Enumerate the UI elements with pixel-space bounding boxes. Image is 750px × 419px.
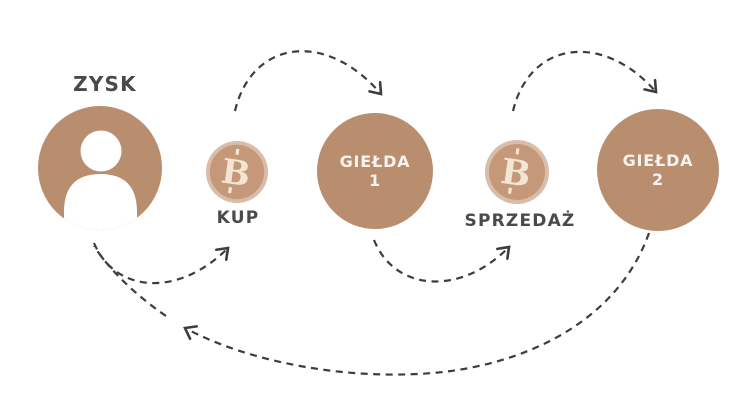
zysk-label: ZYSK <box>73 72 137 96</box>
bitcoin-symbol: B <box>498 148 533 196</box>
exchange-1-name: GIEŁDA <box>339 151 411 171</box>
kup-label: KUP <box>216 208 260 228</box>
arrow-sprzedaz-to-gielda2 <box>511 50 658 112</box>
person-icon <box>38 106 162 230</box>
exchange-2-number: 2 <box>652 170 664 189</box>
svg-text:B: B <box>219 152 253 196</box>
svg-text:B: B <box>498 151 533 196</box>
exchange-1-number: 1 <box>369 171 381 190</box>
bitcoin-icon: B <box>206 141 268 203</box>
bitcoin-symbol: B <box>219 148 253 196</box>
exchange-2-node: GIEŁDA 2 <box>597 109 719 231</box>
exchange-2-name: GIEŁDA <box>622 150 694 170</box>
buy-bitcoin-coin: B <box>206 141 268 203</box>
sprzedaz-label: SPRZEDAŻ <box>464 211 576 231</box>
arrow-gielda2-to-person <box>183 232 651 376</box>
arrow-kup-to-gielda1 <box>233 50 383 112</box>
arrow-person-to-kup <box>92 242 230 285</box>
sell-bitcoin-coin: B <box>485 140 549 204</box>
arrow-gielda1-to-sprzedaz <box>372 239 511 283</box>
bitcoin-icon: B <box>485 140 549 204</box>
arrow-gielda2-to-person-tail <box>93 245 167 317</box>
exchange-1-node: GIEŁDA 1 <box>317 113 433 229</box>
